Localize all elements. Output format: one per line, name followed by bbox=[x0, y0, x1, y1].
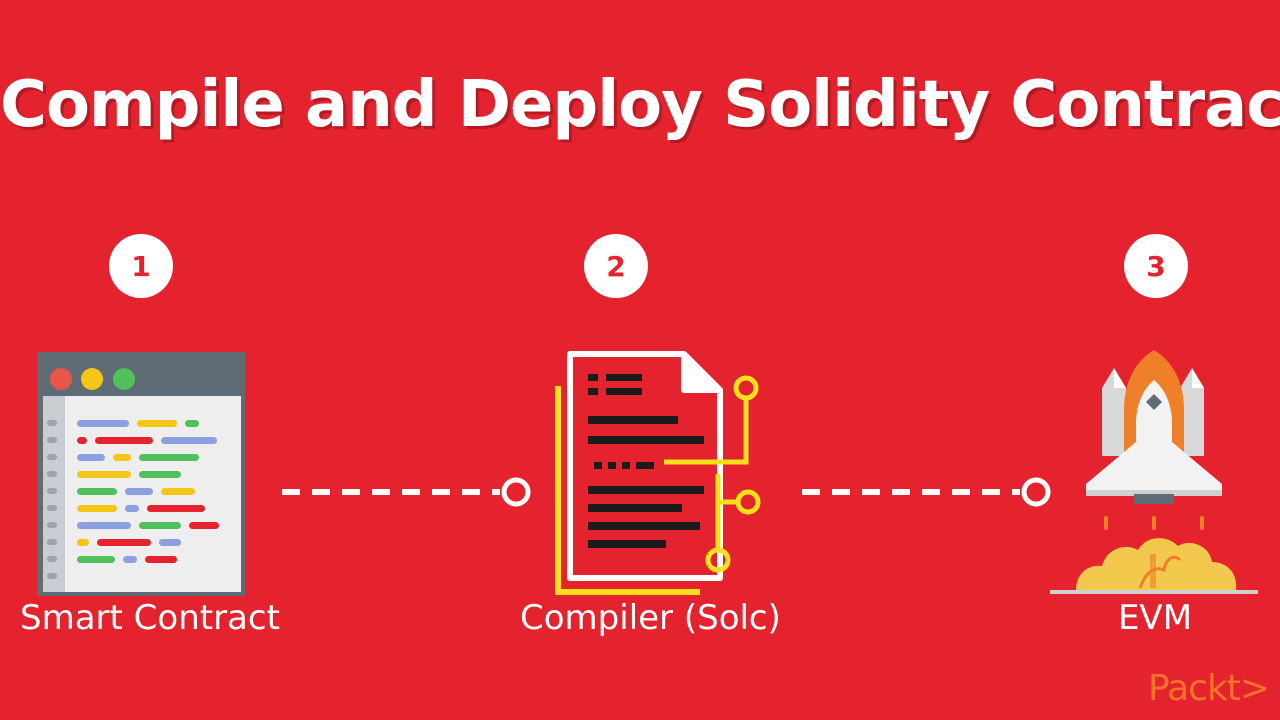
dashed-connector-2 bbox=[802, 477, 1051, 507]
step-1-badge: 1 bbox=[109, 234, 173, 298]
step-3-badge: 3 bbox=[1124, 234, 1188, 298]
compiler-label: Compiler (Solc) bbox=[520, 598, 781, 638]
compiler-document-icon bbox=[555, 351, 761, 595]
evm-label: EVM bbox=[1117, 598, 1193, 638]
packt-logo: Packt> bbox=[1148, 668, 1270, 709]
code-editor-icon bbox=[37, 352, 245, 596]
step-2-badge: 2 bbox=[584, 234, 648, 298]
page-title: Compile and Deploy Solidity Contract bbox=[0, 68, 1280, 142]
rocket-launch-icon bbox=[1050, 350, 1258, 594]
smart-contract-label: Smart Contract bbox=[20, 598, 280, 638]
dashed-connector-1 bbox=[282, 477, 531, 507]
